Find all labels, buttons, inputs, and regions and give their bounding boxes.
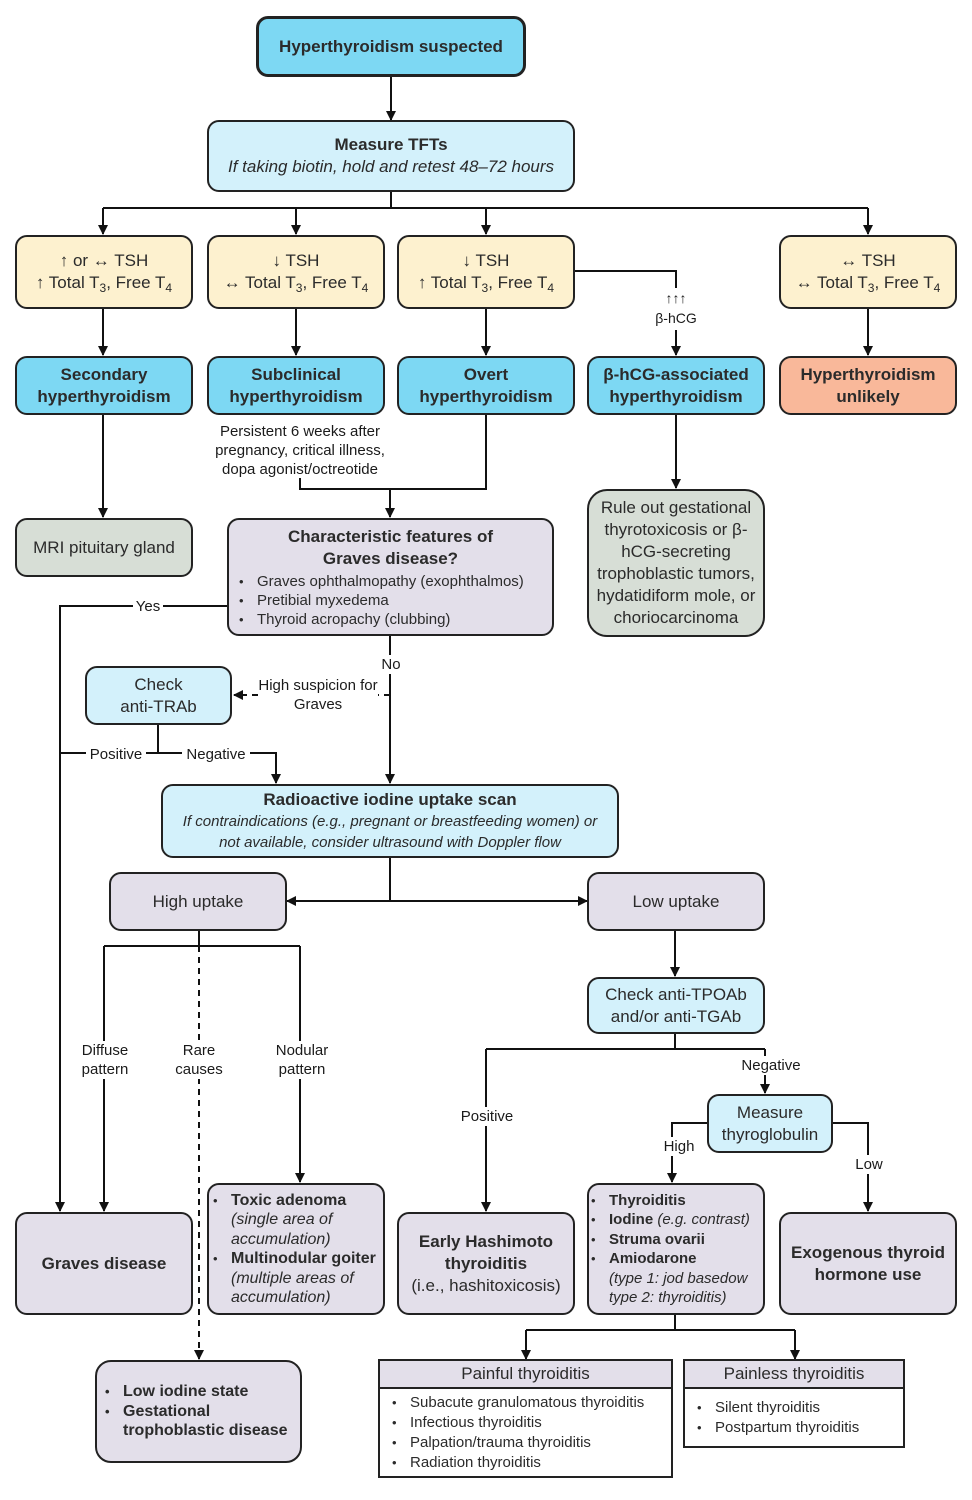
painless-item: Postpartum thyroiditis <box>697 1418 903 1438</box>
painful-thyroiditis-table[interactable]: Painful thyroiditis Subacute granulomato… <box>378 1359 673 1478</box>
lab-result-2[interactable]: ↓ TSH ↔ Total T3, Free T4 <box>207 235 385 309</box>
graves-disease-node[interactable]: Graves disease <box>15 1212 193 1315</box>
lab2-t3t4: ↔ Total T3, Free T4 <box>223 273 369 295</box>
painful-item: Subacute granulomatous thyroiditis <box>392 1393 671 1413</box>
painful-thyroiditis-header: Painful thyroiditis <box>380 1361 671 1389</box>
low-uptake-cause-item: Iodine (e.g. contrast) <box>591 1210 759 1230</box>
graves-feature-item: Thyroid acropachy (clubbing) <box>239 610 524 629</box>
low-uptake-cause-item: Thyroiditis <box>591 1191 759 1211</box>
tpo-negative-label: Negative <box>736 1056 806 1075</box>
low-uptake-causes-list: Thyroiditis Iodine (e.g. contrast) Strum… <box>589 1191 759 1308</box>
trab-positive-label: Positive <box>86 745 146 764</box>
check-trab-node[interactable]: Check anti-TRAb <box>85 666 232 725</box>
painless-thyroiditis-header: Painless thyroiditis <box>685 1361 903 1389</box>
edge-measure-bus <box>103 192 868 209</box>
tg-high-label: High <box>660 1137 698 1156</box>
rare-cause-item: Low iodine state <box>105 1382 300 1402</box>
secondary-hyperthyroidism-node[interactable]: Secondary hyperthyroidism <box>15 356 193 415</box>
nodular-cause-item: Toxic adenoma(single area of accumulatio… <box>213 1191 383 1250</box>
trab-negative-label: Negative <box>182 745 250 764</box>
tpo-positive-label: Positive <box>456 1107 518 1126</box>
lab-result-1[interactable]: ↑ or ↔ TSH ↑ Total T3, Free T4 <box>15 235 193 309</box>
high-uptake-node[interactable]: High uptake <box>109 872 287 931</box>
lab1-t3t4: ↑ Total T3, Free T4 <box>35 273 173 295</box>
edge-lab3-hcg <box>575 270 677 288</box>
tg-low-label: Low <box>852 1155 886 1174</box>
rare-cause-item: Gestational trophoblastic disease <box>105 1402 300 1441</box>
lab-result-3[interactable]: ↓ TSH ↑ Total T3, Free T4 <box>397 235 575 309</box>
graves-feature-item: Graves ophthalmopathy (exophthalmos) <box>239 572 524 591</box>
graves-features-title: Characteristic features of Graves diseas… <box>287 527 494 568</box>
painless-thyroiditis-table[interactable]: Painless thyroiditis Silent thyroiditis … <box>683 1359 905 1448</box>
rare-causes-list: Low iodine state Gestational trophoblast… <box>97 1382 300 1441</box>
measure-tfts-title: Measure TFTs <box>334 135 448 154</box>
start-label: Hyperthyroidism suspected <box>279 36 503 56</box>
lab3-tsh: ↓ TSH <box>462 251 510 270</box>
lab4-t3t4: ↔ Total T3, Free T4 <box>795 273 941 295</box>
lab-result-4[interactable]: ↔ TSH ↔ Total T3, Free T4 <box>779 235 957 309</box>
painful-item: Palpation/trauma thyroiditis <box>392 1433 671 1453</box>
edge-tg-high <box>667 1122 708 1183</box>
mri-pituitary-node[interactable]: MRI pituitary gland <box>15 518 193 577</box>
hcg-associated-node[interactable]: β-hCG-associated hyperthyroidism <box>587 356 765 415</box>
yes-label: Yes <box>133 597 163 616</box>
edge-tpo-bus <box>486 1033 765 1050</box>
measure-tfts-note: If taking biotin, hold and retest 48–72 … <box>227 157 555 176</box>
exogenous-hormone-node[interactable]: Exogenous thyroid hormone use <box>779 1212 957 1315</box>
raiu-title: Radioactive iodine uptake scan <box>263 790 517 809</box>
painless-item: Silent thyroiditis <box>697 1398 903 1418</box>
painless-thyroiditis-list: Silent thyroiditis Postpartum thyroiditi… <box>685 1389 903 1442</box>
check-tpo-tg-node[interactable]: Check anti-TPOAb and/or anti-TGAb <box>587 977 765 1034</box>
edge-subclinical-graves <box>299 478 390 490</box>
start-node[interactable]: Hyperthyroidism suspected <box>256 16 526 77</box>
raiu-note: If contraindications (e.g., pregnant or … <box>182 813 598 851</box>
hashimoto-note: (i.e., hashitoxicosis) <box>411 1275 561 1295</box>
graves-features-node[interactable]: Characteristic features of Graves diseas… <box>227 518 554 636</box>
nodular-causes-node[interactable]: Toxic adenoma(single area of accumulatio… <box>207 1183 385 1315</box>
hashimoto-node[interactable]: Early Hashimoto thyroiditis (i.e., hashi… <box>397 1212 575 1315</box>
measure-tfts-node[interactable]: Measure TFTs If taking biotin, hold and … <box>207 120 575 192</box>
low-uptake-node[interactable]: Low uptake <box>587 872 765 931</box>
low-uptake-cause-item: Struma ovarii <box>591 1230 759 1250</box>
graves-features-list: Graves ophthalmopathy (exophthalmos) Pre… <box>229 572 524 629</box>
graves-feature-item: Pretibial myxedema <box>239 591 524 610</box>
rare-causes-node[interactable]: Low iodine state Gestational trophoblast… <box>95 1360 302 1463</box>
raiu-scan-node[interactable]: Radioactive iodine uptake scan If contra… <box>161 784 619 858</box>
lab4-tsh: ↔ TSH <box>840 251 896 270</box>
edge-tg-low <box>832 1122 873 1212</box>
nodular-pattern-label: Nodular pattern <box>270 1041 334 1079</box>
rare-causes-label: Rare causes <box>170 1041 228 1079</box>
edge-yes-graves <box>55 605 227 1212</box>
hashimoto-title: Early Hashimoto thyroiditis <box>418 1231 554 1273</box>
persistent-note: Persistent 6 weeks after pregnancy, crit… <box>215 423 385 478</box>
nodular-cause-item: Multinodular goiter(multiple areas of ac… <box>213 1249 383 1308</box>
lab2-tsh: ↓ TSH <box>272 251 320 270</box>
edge-causes-bus <box>526 1314 795 1331</box>
hcg-label: ↑↑↑ β-hCG <box>646 288 706 328</box>
subclinical-hyperthyroidism-node[interactable]: Subclinical hyperthyroidism <box>207 356 385 415</box>
measure-thyroglobulin-node[interactable]: Measure thyroglobulin <box>707 1094 833 1153</box>
high-suspicion-label: High suspicion for Graves <box>258 676 378 714</box>
overt-hyperthyroidism-node[interactable]: Overt hyperthyroidism <box>397 356 575 415</box>
no-label: No <box>378 655 404 674</box>
low-uptake-cause-item: Amiodarone(type 1: jod basedow type 2: t… <box>591 1249 759 1308</box>
diffuse-pattern-label: Diffuse pattern <box>74 1041 136 1079</box>
low-uptake-causes-node[interactable]: Thyroiditis Iodine (e.g. contrast) Strum… <box>587 1183 765 1315</box>
painful-thyroiditis-list: Subacute granulomatous thyroiditis Infec… <box>380 1389 671 1477</box>
edge-high-bus <box>104 930 300 947</box>
painful-item: Infectious thyroiditis <box>392 1413 671 1433</box>
rule-out-node[interactable]: Rule out gestational thyrotoxicosis or β… <box>587 489 765 637</box>
lab3-t3t4: ↑ Total T3, Free T4 <box>417 273 555 295</box>
painful-item: Radiation thyroiditis <box>392 1453 671 1473</box>
hyperthyroidism-unlikely-node[interactable]: Hyperthyroidism unlikely <box>779 356 957 415</box>
lab1-tsh: ↑ or ↔ TSH <box>59 251 149 270</box>
nodular-causes-list: Toxic adenoma(single area of accumulatio… <box>209 1191 383 1308</box>
edge-overt-graves <box>385 415 487 518</box>
